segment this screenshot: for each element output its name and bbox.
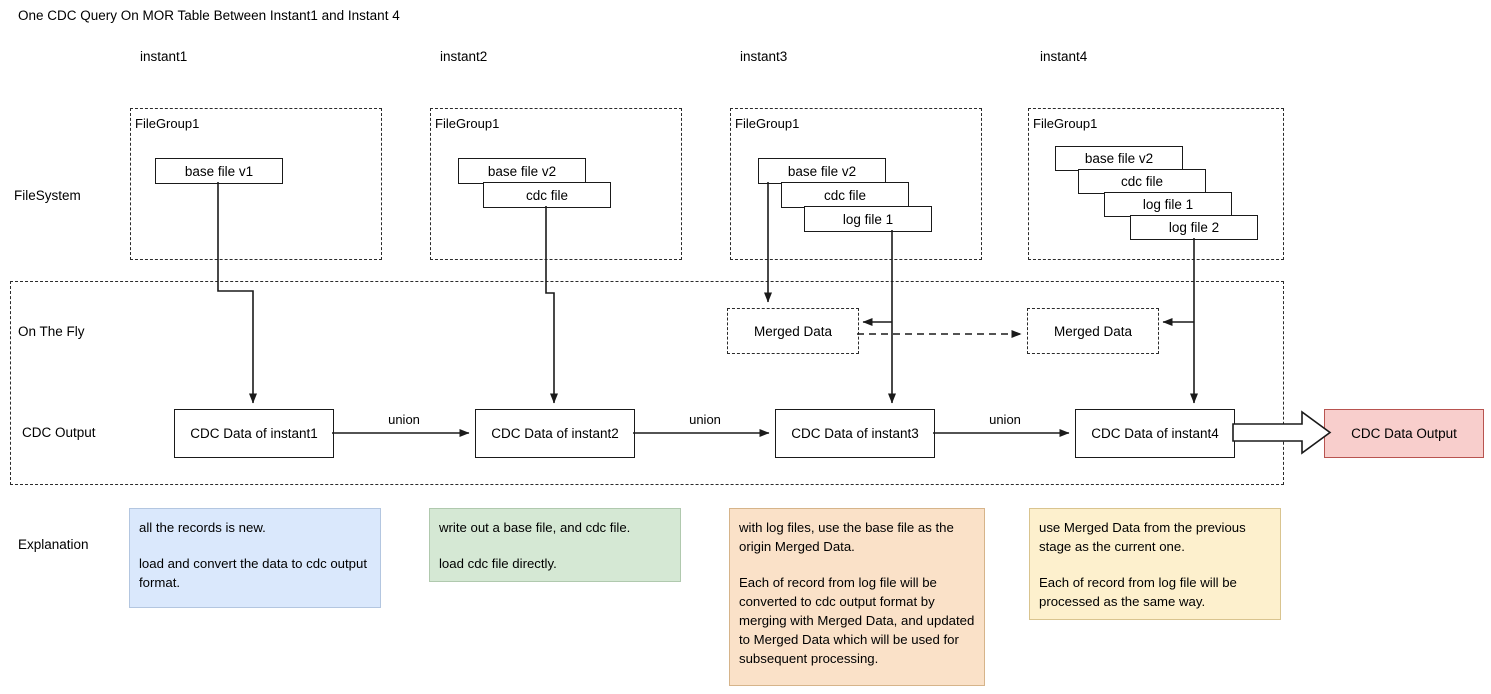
row-label-cdc-output: CDC Output	[22, 425, 96, 440]
file-base-file-v1[interactable]: base file v1	[155, 158, 283, 184]
explanation-paragraph: all the records is new.	[139, 520, 266, 535]
file-log-file-1[interactable]: log file 1	[1104, 192, 1232, 217]
explanation-paragraph: load and convert the data to cdc output …	[139, 556, 368, 590]
cdc-data-instant3[interactable]: CDC Data of instant3	[775, 409, 935, 458]
file-base-file-v2[interactable]: base file v2	[458, 158, 586, 184]
processing-zone-container	[10, 281, 1284, 485]
explanation-paragraph: load cdc file directly.	[439, 556, 557, 571]
cdc-data-instant2[interactable]: CDC Data of instant2	[475, 409, 635, 458]
union-label-3: union	[989, 412, 1021, 427]
filegroup-label: FileGroup1	[135, 116, 200, 131]
column-header-instant2: instant2	[440, 49, 488, 64]
cdc-data-output-box[interactable]: CDC Data Output	[1324, 409, 1484, 458]
filegroup-label: FileGroup1	[435, 116, 500, 131]
cdc-data-instant1[interactable]: CDC Data of instant1	[174, 409, 334, 458]
filegroup-instant4: FileGroup1	[1028, 108, 1284, 260]
file-cdc-file[interactable]: cdc file	[1078, 169, 1206, 194]
row-label-filesystem: FileSystem	[14, 188, 81, 203]
file-cdc-file[interactable]: cdc file	[781, 182, 909, 208]
explanation-instant2: write out a base file, and cdc file. loa…	[429, 508, 681, 582]
explanation-instant3: with log files, use the base file as the…	[729, 508, 985, 686]
union-label-1: union	[388, 412, 420, 427]
filegroup-instant3: FileGroup1	[730, 108, 982, 260]
column-header-instant3: instant3	[740, 49, 788, 64]
file-base-file-v2[interactable]: base file v2	[1055, 146, 1183, 171]
column-header-instant1: instant1	[140, 49, 188, 64]
row-label-on-the-fly: On The Fly	[18, 324, 85, 339]
explanation-paragraph: with log files, use the base file as the…	[739, 520, 954, 554]
explanation-instant4: use Merged Data from the previous stage …	[1029, 508, 1281, 620]
filegroup-label: FileGroup1	[735, 116, 800, 131]
merged-data-instant4: Merged Data	[1027, 308, 1159, 354]
explanation-paragraph: Each of record from log file will be con…	[739, 575, 975, 666]
filegroup-label: FileGroup1	[1033, 116, 1098, 131]
cdc-data-instant4[interactable]: CDC Data of instant4	[1075, 409, 1235, 458]
merged-data-instant3: Merged Data	[727, 308, 859, 354]
column-header-instant4: instant4	[1040, 49, 1088, 64]
explanation-paragraph: write out a base file, and cdc file.	[439, 520, 631, 535]
page-title: One CDC Query On MOR Table Between Insta…	[18, 8, 400, 23]
filegroup-instant2: FileGroup1	[430, 108, 682, 260]
file-log-file-1[interactable]: log file 1	[804, 206, 932, 232]
row-label-explanation: Explanation	[18, 537, 89, 552]
union-label-2: union	[689, 412, 721, 427]
explanation-paragraph: use Merged Data from the previous stage …	[1039, 520, 1246, 554]
file-base-file-v2[interactable]: base file v2	[758, 158, 886, 184]
filegroup-instant1: FileGroup1	[130, 108, 382, 260]
file-cdc-file[interactable]: cdc file	[483, 182, 611, 208]
explanation-instant1: all the records is new. load and convert…	[129, 508, 381, 608]
explanation-paragraph: Each of record from log file will be pro…	[1039, 575, 1237, 609]
file-log-file-2[interactable]: log file 2	[1130, 215, 1258, 240]
